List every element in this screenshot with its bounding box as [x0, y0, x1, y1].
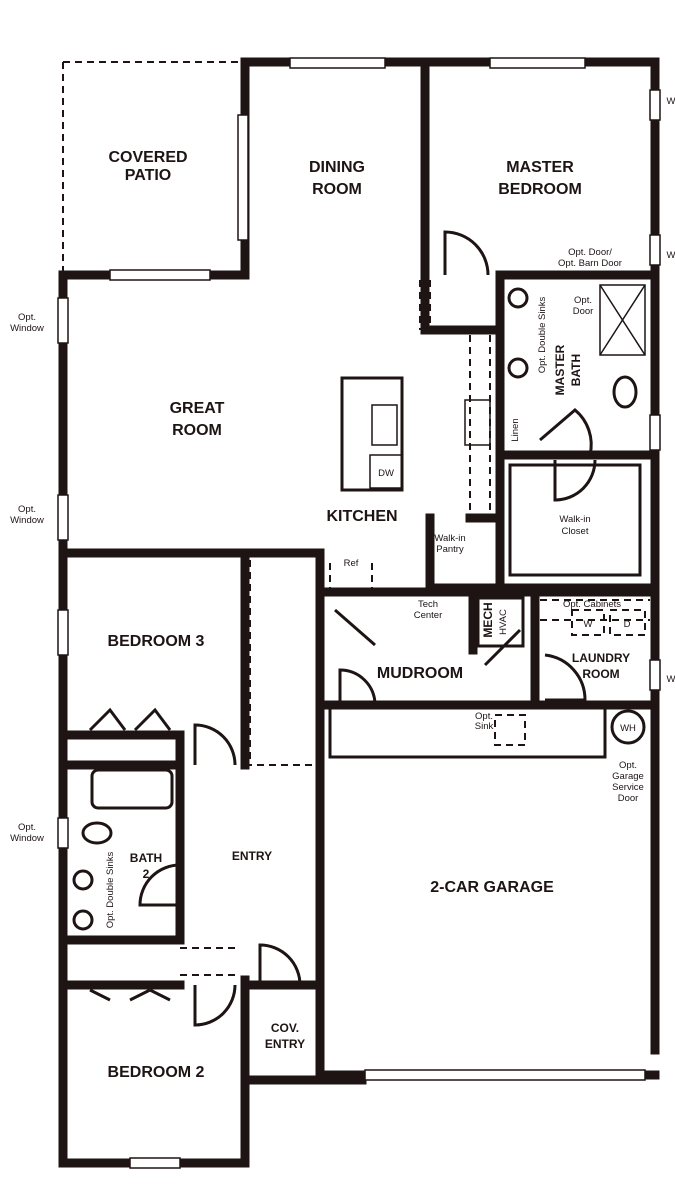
hvac-label: HVAC: [498, 609, 509, 635]
room-mudroom: MUDROOM: [377, 665, 463, 682]
opt-garage-service-door-label: Opt.: [619, 760, 637, 771]
room-cov-entry: COV.: [271, 1021, 299, 1035]
opt-double-sinks-label: Opt. Double Sinks: [537, 296, 548, 373]
dryer-label: D: [624, 619, 631, 630]
washer-label: W: [584, 619, 593, 630]
sink-icon: [507, 357, 529, 379]
room-covered-patio: COVERED: [108, 149, 187, 166]
room-walk-in-closet: Walk-in: [559, 514, 590, 525]
refrigerator-label: Ref: [344, 558, 359, 569]
edge-w-label: W: [667, 96, 675, 107]
room-garage: 2-CAR GARAGE: [430, 879, 554, 896]
walls: [58, 57, 660, 1168]
windows: [57, 57, 661, 1169]
toilet-icon: [81, 821, 113, 845]
svg-text:Opt.Window: Opt.Window: [10, 504, 44, 526]
room-bath-2: BATH: [130, 851, 162, 865]
svg-text:Opt.Window: Opt.Window: [10, 822, 44, 844]
opt-window-label: Opt.: [18, 822, 36, 833]
linen-label: Linen: [510, 418, 521, 441]
opt-window-label: Opt.: [18, 504, 36, 515]
opt-cabinets-label: Opt. Cabinets: [563, 599, 621, 610]
opt-window-label: Opt.: [18, 312, 36, 323]
room-entry: ENTRY: [232, 849, 272, 863]
sink-icon: [72, 909, 94, 931]
room-master-bedroom: MASTER: [506, 159, 574, 176]
room-mech: MECH: [481, 602, 495, 637]
shower-icon: [599, 284, 646, 356]
toilet-icon: [612, 375, 638, 409]
svg-text:COV.ENTRY: COV.ENTRY: [265, 1021, 305, 1051]
edge-w-label: W: [667, 674, 675, 685]
room-master-bath: MASTER: [553, 344, 567, 395]
opt-double-sinks-label: Opt. Double Sinks: [105, 851, 116, 928]
stove-icon: [464, 399, 491, 446]
svg-text:Opt.Door: Opt.Door: [573, 295, 594, 317]
svg-text:Opt. Door/Opt. Barn Door: Opt. Door/Opt. Barn Door: [558, 247, 622, 269]
sink-icon: [72, 869, 94, 891]
opt-door-label: Opt.: [574, 295, 592, 306]
doors: [88, 230, 597, 1027]
opt-sink-label: Opt.: [475, 711, 493, 722]
room-laundry: LAUNDRY: [572, 651, 630, 665]
sink-icon: [507, 287, 529, 309]
room-bedroom-3: BEDROOM 3: [108, 633, 205, 650]
fixtures: [72, 284, 646, 931]
svg-text:Opt.Sink: Opt.Sink: [475, 711, 494, 732]
room-great-room: GREAT: [170, 400, 225, 417]
opt-door-barn-label: Opt. Door/: [568, 247, 612, 258]
bathtub-icon: [90, 768, 174, 810]
room-dining: DINING: [309, 159, 365, 176]
room-kitchen: KITCHEN: [326, 508, 397, 525]
room-bedroom-2: BEDROOM 2: [108, 1064, 205, 1081]
kitchen-island: [340, 376, 404, 492]
dishwasher-label: DW: [378, 468, 394, 479]
room-walk-in-pantry: Walk-in: [434, 533, 465, 544]
edge-w-label: W: [667, 250, 675, 261]
water-heater-label: WH: [620, 723, 636, 734]
notes: Opt.Window Opt.Window Opt.Window Opt. Do…: [10, 96, 675, 928]
svg-text:Opt.Window: Opt.Window: [10, 312, 44, 334]
kitchen-sink-icon: [371, 404, 398, 446]
water-heater-icon: [610, 709, 646, 745]
room-tech-center: Tech: [418, 599, 438, 610]
